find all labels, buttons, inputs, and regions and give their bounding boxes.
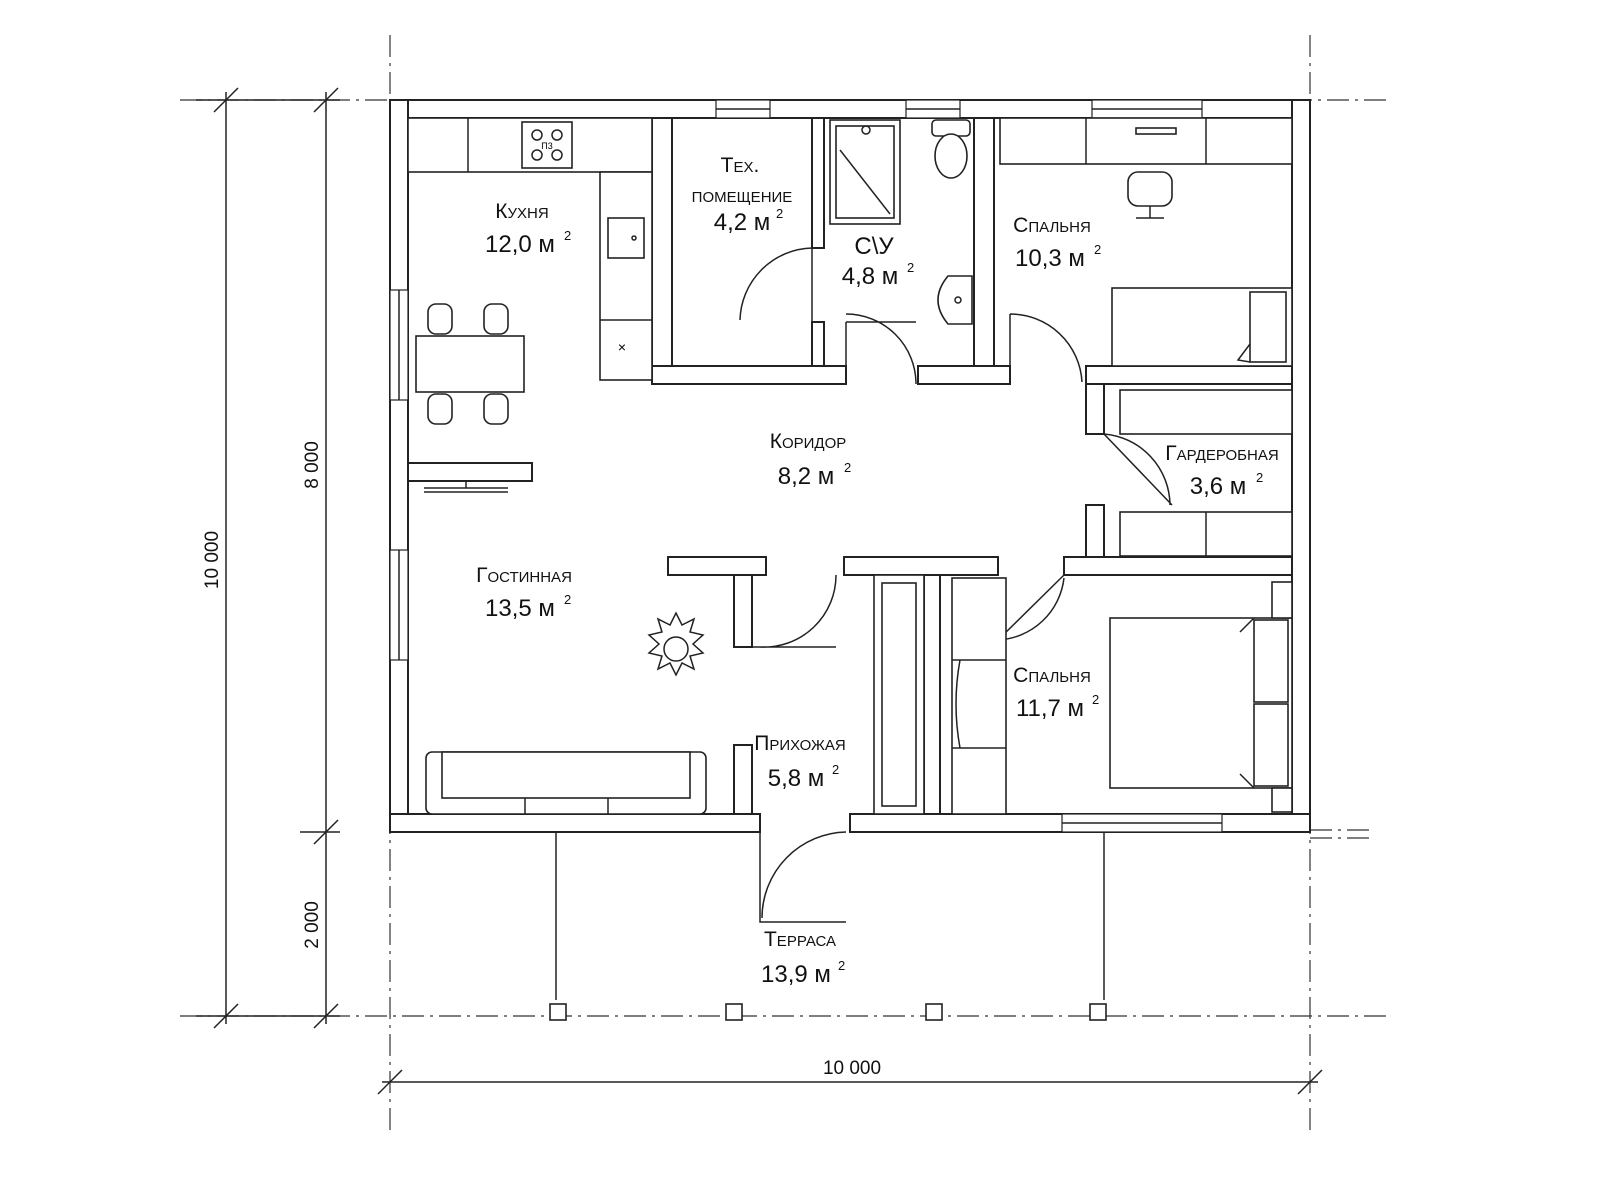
room-name-tech-2: помещение xyxy=(692,184,793,207)
room-area-sup-bathroom: 2 xyxy=(907,260,914,275)
dim-house-depth: 8 000 xyxy=(302,441,323,489)
room-area-sup-corridor: 2 xyxy=(844,460,851,475)
sofa-icon xyxy=(425,751,707,815)
room-name-terrace: Терраса xyxy=(764,928,836,951)
room-name-kitchen: Кухня xyxy=(495,200,548,223)
kitchen-furniture: П3 × xyxy=(407,117,653,381)
room-name-hall: Прихожая xyxy=(754,732,845,755)
toilet-icon xyxy=(931,119,971,179)
room-area-sup-bedroom-1: 2 xyxy=(1094,242,1101,257)
room-name-corridor: Коридор xyxy=(770,430,847,453)
doors xyxy=(739,247,1173,923)
shower-icon xyxy=(829,119,901,225)
room-area-wardrobe: 3,6 м xyxy=(1190,473,1247,500)
room-area-bedroom-2: 11,7 м xyxy=(1016,695,1084,722)
appliance-mark: × xyxy=(618,339,626,355)
dim-terrace-depth: 2 000 xyxy=(302,901,323,949)
room-name-tech-1: Тех. xyxy=(721,154,760,177)
room-name-bathroom: С\У xyxy=(854,233,894,260)
windows xyxy=(389,99,1223,833)
desk-icon xyxy=(999,117,1293,165)
room-name-bedroom-1: Спальня xyxy=(1013,214,1091,237)
dimension-lines xyxy=(196,87,1323,1095)
tv-icon xyxy=(424,482,508,493)
dining-table-icon xyxy=(415,303,525,425)
room-area-sup-bedroom-2: 2 xyxy=(1092,692,1099,707)
terrace-posts xyxy=(549,832,1107,1021)
room-name-bedroom-2: Спальня xyxy=(1013,664,1091,687)
room-area-corridor: 8,2 м xyxy=(778,463,835,490)
room-area-living: 13,5 м xyxy=(485,595,555,622)
room-name-living: Гостинная xyxy=(476,564,572,587)
washbasin-icon xyxy=(937,275,973,325)
sink-icon xyxy=(607,217,645,259)
single-bed-icon xyxy=(1111,287,1293,367)
hall-wardrobe-icon xyxy=(873,574,925,815)
stove-label: П3 xyxy=(541,141,552,151)
plant-icon xyxy=(647,611,705,677)
room-area-sup-terrace: 2 xyxy=(838,958,845,973)
room-area-sup-kitchen: 2 xyxy=(564,228,571,243)
room-area-sup-living: 2 xyxy=(564,592,571,607)
room-area-hall: 5,8 м xyxy=(768,765,825,792)
stove-icon: П3 xyxy=(521,121,573,169)
room-labels: Кухня 12,0 м 2 Тех. помещение 4,2 м 2 С\… xyxy=(476,154,1279,988)
room-area-bedroom-1: 10,3 м xyxy=(1015,245,1085,272)
wardrobe-shelves-icon xyxy=(1119,389,1293,557)
bedroom-wardrobe-icon xyxy=(951,577,1007,815)
dim-total-height: 10 000 xyxy=(202,531,223,589)
double-bed-icon xyxy=(1109,581,1293,813)
room-area-bathroom: 4,8 м xyxy=(842,263,899,290)
room-area-sup-wardrobe: 2 xyxy=(1256,470,1263,485)
room-area-sup-hall: 2 xyxy=(832,762,839,777)
room-area-sup-tech: 2 xyxy=(776,206,783,221)
room-area-kitchen: 12,0 м xyxy=(485,231,555,258)
room-name-wardrobe: Гардеробная xyxy=(1165,442,1278,465)
dim-total-width: 10 000 xyxy=(823,1058,881,1079)
room-area-terrace: 13,9 м xyxy=(761,961,831,988)
office-chair-icon xyxy=(1127,171,1173,219)
room-area-tech: 4,2 м xyxy=(714,209,771,236)
